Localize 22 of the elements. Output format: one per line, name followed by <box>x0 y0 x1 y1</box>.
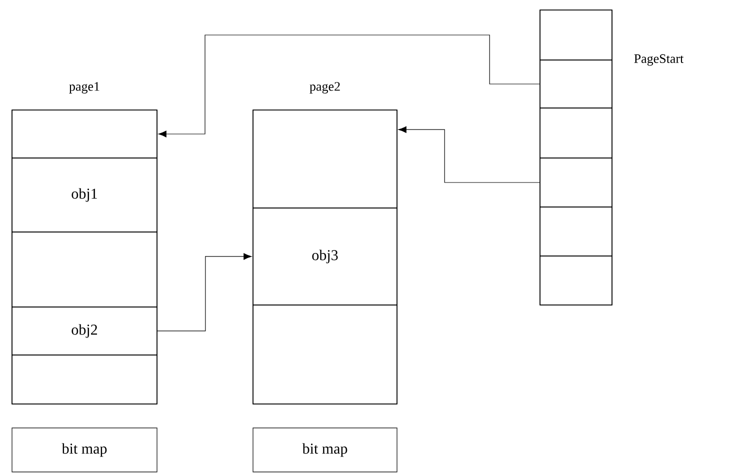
memory-cell: obj2 <box>12 306 158 356</box>
column-heading: PageStart <box>634 54 684 66</box>
memory-cell <box>12 354 158 404</box>
arrow <box>398 126 540 183</box>
column-heading: page2 <box>310 82 340 94</box>
memory-cell <box>540 108 612 158</box>
bitmap-box: bit map <box>12 428 158 472</box>
arrow <box>158 34 540 138</box>
column-heading: page1 <box>69 82 100 94</box>
memory-cell: obj3 <box>252 208 398 306</box>
memory-cell <box>540 158 612 208</box>
memory-cell <box>540 60 612 108</box>
arrow <box>157 253 252 332</box>
memory-cell <box>12 110 158 158</box>
bitmap-box: bit map <box>252 428 398 472</box>
memory-cell <box>252 110 398 208</box>
memory-cell: obj1 <box>12 158 158 232</box>
memory-cell <box>540 206 612 256</box>
memory-cell <box>252 304 398 404</box>
memory-cell <box>540 10 612 60</box>
memory-cell <box>540 256 612 306</box>
memory-cell <box>12 232 158 308</box>
